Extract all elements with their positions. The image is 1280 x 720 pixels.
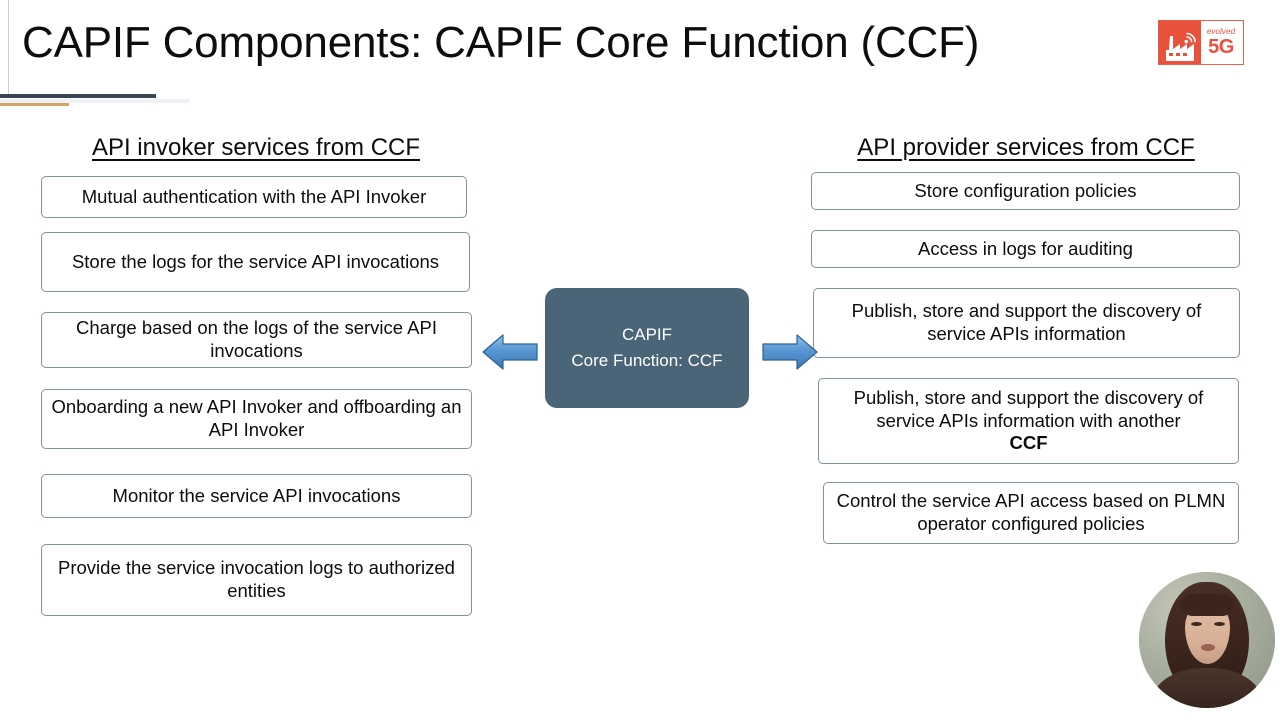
arrow-left-icon	[481, 330, 539, 374]
right-service-box-5: Control the service API access based on …	[823, 482, 1239, 544]
title-underline-orange	[0, 103, 69, 106]
left-service-box-3: Charge based on the logs of the service …	[41, 312, 472, 368]
ccf-node-line-2: Core Function: CCF	[571, 351, 723, 370]
left-service-box-3-label: Charge based on the logs of the service …	[76, 317, 437, 361]
right-service-box-1-label: Store configuration policies	[914, 179, 1137, 201]
right-service-box-1: Store configuration policies	[811, 172, 1240, 210]
left-service-box-6: Provide the service invocation logs to a…	[41, 544, 472, 616]
right-service-box-4: Publish, store and support the discovery…	[818, 378, 1239, 464]
right-column-heading: API provider services from CCF	[857, 134, 1195, 161]
webcam-eye-right	[1214, 622, 1225, 626]
right-service-box-2-label: Access in logs for auditing	[918, 237, 1133, 259]
presenter-video-overlay[interactable]	[1139, 572, 1275, 708]
right-service-box-4-label: Publish, store and support the discovery…	[827, 387, 1230, 455]
right-service-box-4-emphasis: CCF	[1009, 432, 1048, 454]
webcam-bangs	[1180, 594, 1235, 616]
left-service-box-5-label: Monitor the service API invocations	[112, 484, 401, 506]
logo-wordmark: evolved 5G	[1201, 21, 1243, 64]
factory-antenna-icon	[1159, 21, 1201, 64]
ccf-node-line-1: CAPIF	[621, 324, 673, 344]
left-service-box-2: Store the logs for the service API invoc…	[41, 232, 470, 292]
arrow-right-icon	[761, 330, 819, 374]
page-title: CAPIF Components: CAPIF Core Function (C…	[22, 18, 980, 67]
left-column-heading: API invoker services from CCF	[91, 134, 421, 161]
right-service-box-5-label: Control the service API access based on …	[836, 490, 1226, 534]
webcam-mouth	[1201, 644, 1215, 651]
right-service-box-2: Access in logs for auditing	[811, 230, 1240, 268]
logo-5g-text: 5G	[1208, 36, 1234, 58]
right-service-box-4-text: Publish, store and support the discovery…	[853, 386, 1204, 431]
logo-tagline: evolved	[1206, 27, 1236, 36]
evolved-5g-logo: evolved 5G	[1158, 20, 1244, 65]
left-service-box-4: Onboarding a new API Invoker and offboar…	[41, 389, 472, 449]
right-service-box-3: Publish, store and support the discovery…	[813, 288, 1240, 358]
title-underline-light	[0, 99, 190, 103]
webcam-eye-left	[1191, 622, 1202, 626]
title-underline-dark	[0, 94, 156, 98]
left-service-box-2-label: Store the logs for the service API invoc…	[71, 250, 440, 272]
capif-core-function-node: CAPIF Core Function: CCF	[545, 288, 749, 408]
left-service-box-4-label: Onboarding a new API Invoker and offboar…	[51, 396, 462, 440]
left-service-box-1: Mutual authentication with the API Invok…	[41, 176, 467, 218]
left-service-box-5: Monitor the service API invocations	[41, 474, 472, 518]
left-service-box-6-label: Provide the service invocation logs to a…	[58, 557, 455, 601]
right-service-box-3-label: Publish, store and support the discovery…	[851, 300, 1202, 344]
left-service-box-1-label: Mutual authentication with the API Invok…	[81, 185, 427, 207]
title-vertical-rule	[8, 0, 9, 96]
